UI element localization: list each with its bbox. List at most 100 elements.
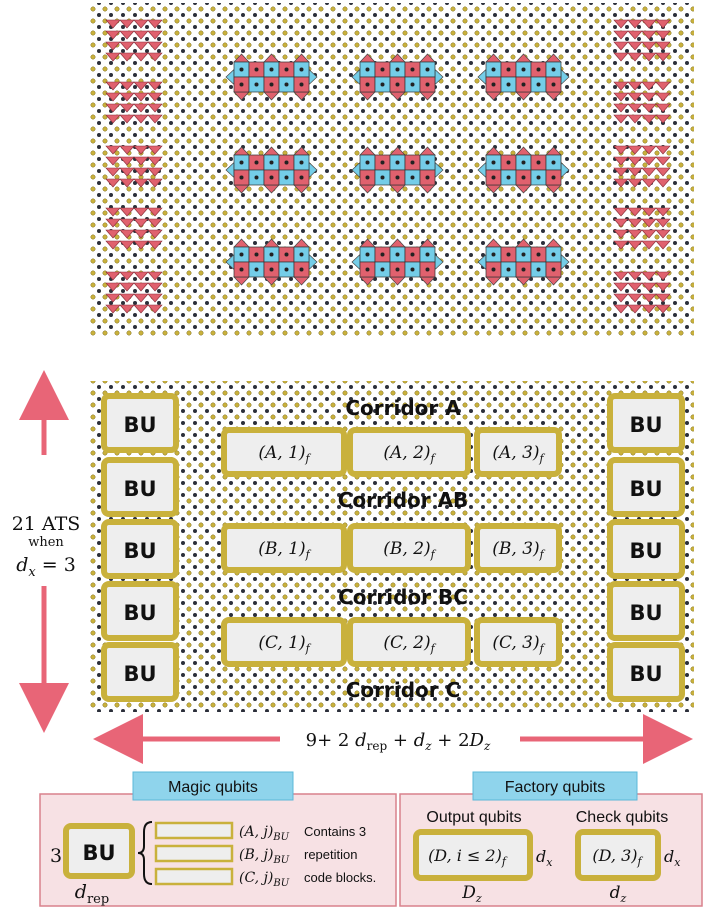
- svg-text:(B, 1)f: (B, 1)f: [258, 539, 311, 561]
- factory-code-patches: [225, 53, 570, 286]
- logical-layout: Corridor A Corridor AB Corridor BC Corri…: [12, 370, 694, 764]
- surface-code-patch: [477, 238, 570, 286]
- svg-text:BU: BU: [123, 477, 156, 501]
- svg-text:(D, i ≤ 2)f: (D, i ≤ 2)f: [428, 846, 508, 868]
- code-block-bar: [154, 821, 234, 840]
- buffer-code-row: [613, 229, 671, 239]
- surface-code-patch: [351, 238, 444, 286]
- svg-text:BU: BU: [123, 413, 156, 437]
- bu-block: BU: [101, 581, 179, 641]
- bu-block: BU: [101, 457, 179, 517]
- buffer-code-row: [105, 240, 163, 250]
- output-bottom-label: Dz: [461, 883, 482, 905]
- bu-block: BU: [101, 642, 179, 702]
- factory-block: (A, 1)f: [221, 427, 347, 477]
- buffer-code-row: [105, 145, 163, 155]
- left-buffer-units: [105, 19, 163, 314]
- buffer-code-row: [613, 240, 671, 250]
- factory-blocks: (A, 1)f(A, 2)f (A, 3)f (B, 1)f (B, 2)f (B, 3…: [221, 427, 562, 667]
- height-label-line3: dx = 3: [16, 554, 76, 580]
- surface-code-patch: [477, 53, 570, 101]
- svg-text:BU: BU: [123, 539, 156, 563]
- width-label: 9+ 2 drep + dz + 2Dz: [306, 730, 491, 753]
- bu-multiplier: 3: [50, 845, 62, 867]
- buffer-code-row: [613, 282, 671, 292]
- buffer-code-row: [105, 167, 163, 177]
- buffer-code-row: [105, 229, 163, 239]
- check-side-label: dx: [664, 847, 681, 869]
- factory-block: (B, 1)f: [221, 523, 347, 573]
- buffer-code-row: [613, 19, 671, 29]
- bu-block: BU: [607, 457, 685, 517]
- factory-block: (C, 3)f: [474, 617, 562, 667]
- check-bottom-label: dz: [610, 883, 627, 905]
- bu-block: BU: [607, 581, 685, 641]
- buffer-code-row: [613, 293, 671, 303]
- bu-block: BU: [607, 393, 685, 453]
- buffer-code-row: [613, 145, 671, 155]
- buffer-code-row: [105, 156, 163, 166]
- corridor-ab-label: Corridor AB: [338, 488, 469, 512]
- buffer-code-row: [105, 218, 163, 228]
- surface-code-patch: [225, 146, 318, 194]
- magic-title: Magic qubits: [168, 779, 258, 796]
- code-block-label-b: (B, j)BU: [239, 847, 290, 866]
- height-label-line2: when: [28, 535, 64, 550]
- code-block-note: repetition: [304, 847, 357, 862]
- buffer-code-row: [105, 92, 163, 102]
- factory-block: (B, 2)f: [347, 523, 471, 573]
- factory-block: (C, 2)f: [347, 617, 471, 667]
- surface-code-patch: [477, 146, 570, 194]
- svg-text:(A, 3)f: (A, 3)f: [492, 443, 545, 465]
- svg-text:(C, 2)f: (C, 2)f: [383, 633, 436, 655]
- svg-text:BU: BU: [123, 601, 156, 625]
- factory-title: Factory qubits: [505, 779, 605, 796]
- surface-code-patch: [351, 146, 444, 194]
- buffer-code-row: [105, 19, 163, 29]
- svg-text:(C, 3)f: (C, 3)f: [492, 633, 545, 655]
- buffer-code-row: [613, 52, 671, 62]
- magic-title-box: [132, 771, 294, 801]
- svg-text:BU: BU: [629, 601, 662, 625]
- svg-text:BU: BU: [82, 841, 115, 865]
- bu-block: BU: [607, 519, 685, 579]
- code-block-bar: [154, 844, 234, 863]
- buffer-code-row: [613, 304, 671, 314]
- factory-block: (A, 3)f: [474, 427, 562, 477]
- right-buffer-units: [613, 19, 671, 314]
- buffer-code-row: [613, 92, 671, 102]
- buffer-code-row: [105, 103, 163, 113]
- svg-text:(B, 3)f: (B, 3)f: [492, 539, 545, 561]
- corridor-a-label: Corridor A: [345, 396, 461, 420]
- buffer-code-row: [105, 178, 163, 188]
- buffer-code-row: [613, 156, 671, 166]
- buffer-code-row: [613, 271, 671, 281]
- buffer-code-row: [105, 81, 163, 91]
- check-qubit-block: (D, 3)f: [575, 829, 661, 881]
- legend: Magic qubits 3 BU drep (A, j)BU (B, j)BU…: [39, 771, 703, 907]
- height-label-line1: 21 ATS: [12, 513, 81, 535]
- factory-block: (B, 3)f: [474, 523, 562, 573]
- buffer-code-row: [105, 207, 163, 217]
- output-qubit-block: (D, i ≤ 2)f: [413, 829, 533, 881]
- buffer-code-row: [613, 114, 671, 124]
- output-side-label: dx: [536, 847, 553, 869]
- code-block-note: Contains 3: [304, 824, 366, 839]
- bu-block: BU: [101, 393, 179, 453]
- buffer-code-row: [105, 271, 163, 281]
- surface-code-patch: [225, 53, 318, 101]
- physical-layout: [90, 3, 694, 337]
- svg-text:(C, 1)f: (C, 1)f: [258, 633, 311, 655]
- buffer-code-row: [105, 52, 163, 62]
- corridor-c-label: Corridor C: [346, 678, 461, 702]
- svg-text:BU: BU: [629, 477, 662, 501]
- check-qubits-title: Check qubits: [576, 809, 669, 826]
- svg-text:BU: BU: [629, 662, 662, 686]
- buffer-code-row: [613, 41, 671, 51]
- svg-text:BU: BU: [629, 539, 662, 563]
- factory-block: (A, 2)f: [347, 427, 471, 477]
- surface-code-patch: [351, 53, 444, 101]
- legend-bu-block: BU: [63, 823, 135, 879]
- svg-text:(D, 3)f: (D, 3)f: [592, 846, 643, 868]
